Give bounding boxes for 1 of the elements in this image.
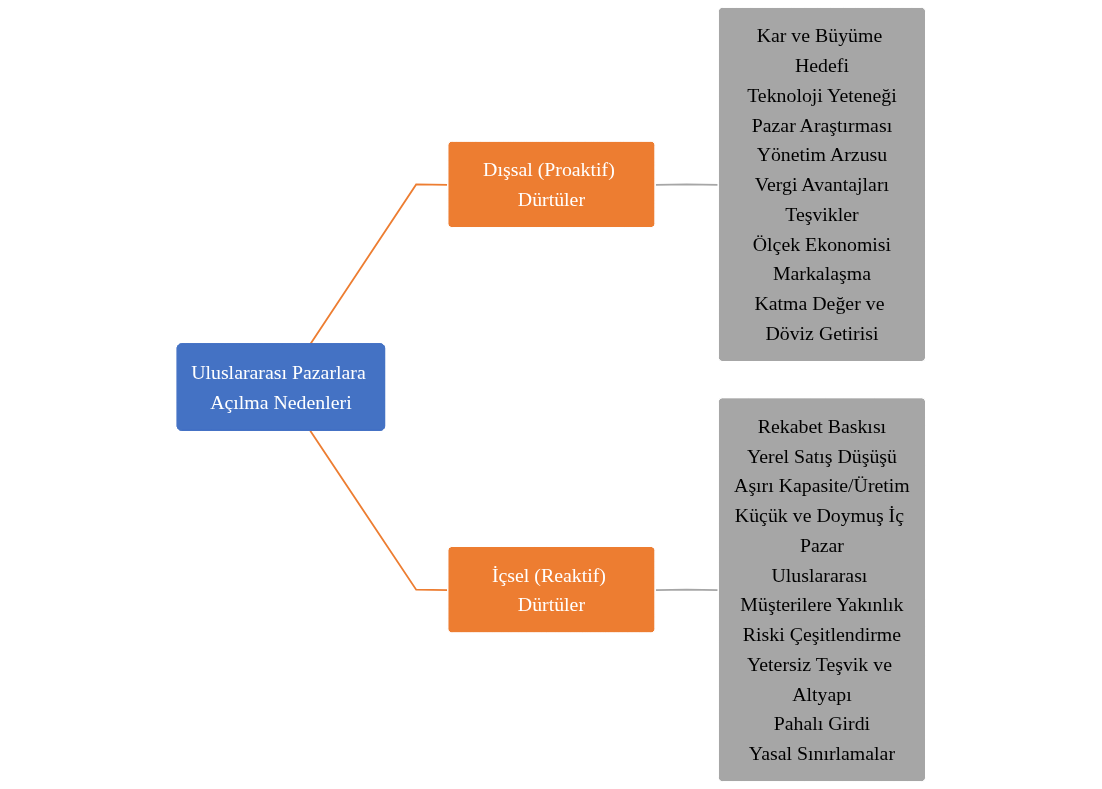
connector xyxy=(308,429,449,592)
